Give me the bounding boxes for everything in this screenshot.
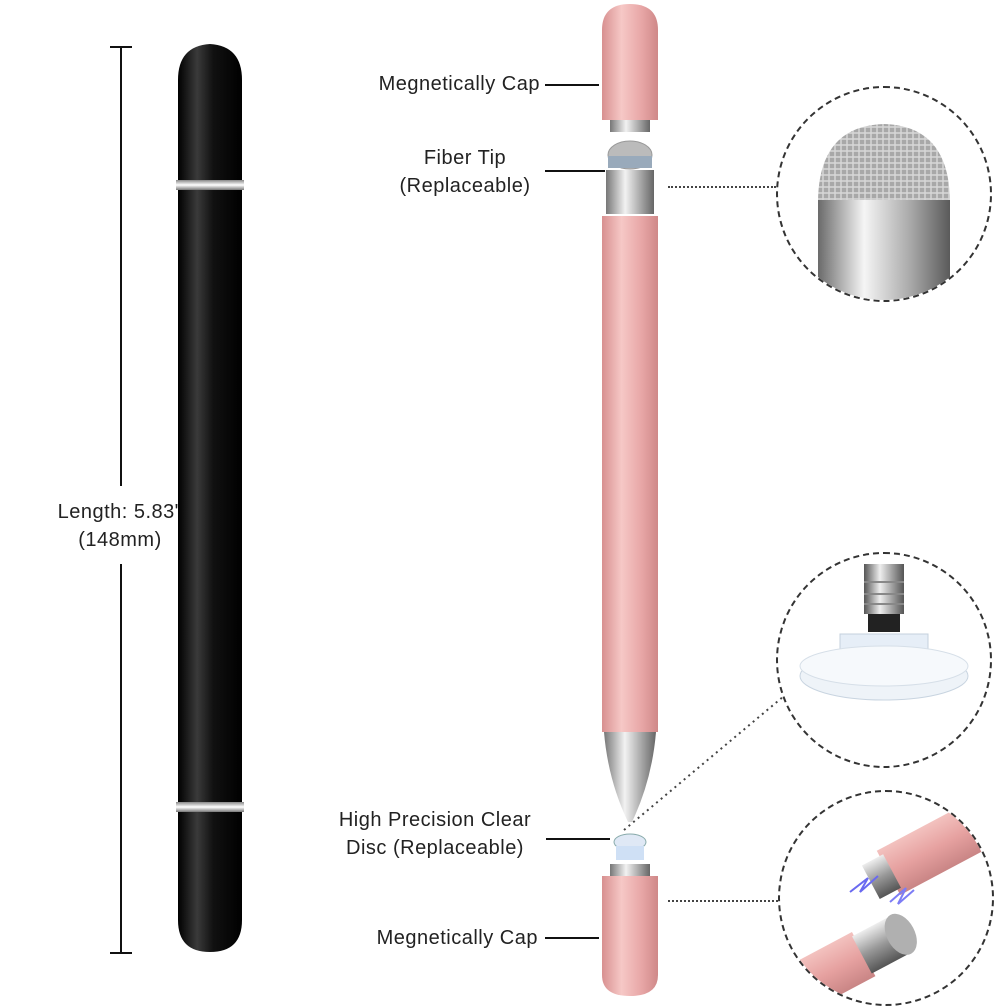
- clear-disc-closeup: [776, 552, 992, 768]
- magnetic-cap-closeup: [778, 790, 994, 1006]
- pink-stylus: [602, 4, 658, 996]
- length-bottom-tick: [110, 952, 132, 954]
- cap-bottom-label: Megnetically Cap: [376, 927, 538, 949]
- cap-top-label: Megnetically Cap: [378, 73, 540, 95]
- length-label: Length: 5.83" (148mm): [10, 498, 230, 554]
- disc-zoom-connector: [623, 695, 785, 831]
- black-stylus: [176, 44, 244, 952]
- magnet-zoom-connector: [668, 900, 778, 902]
- cap-bottom-leader: [545, 937, 599, 939]
- disc-leader: [546, 838, 610, 840]
- fiber-zoom-connector: [668, 186, 776, 188]
- fiber-tip-leader: [545, 170, 605, 172]
- disc-label-line1: High Precision Clear: [338, 809, 532, 831]
- magnetic-cap-closeup-icon: [790, 803, 989, 1004]
- length-metric: (148mm): [78, 529, 162, 551]
- fiber-tip-label: Fiber Tip (Replaceable): [370, 144, 560, 200]
- disc-label-line2: Disc (Replaceable): [346, 837, 524, 859]
- length-line-upper: [120, 46, 122, 486]
- fiber-tip-closeup-icon: [818, 124, 950, 300]
- fiber-tip-closeup: [776, 86, 992, 302]
- cap-top-leader: [545, 84, 599, 86]
- fiber-tip-label-line1: Fiber Tip: [423, 147, 507, 169]
- clear-disc-closeup-icon: [799, 564, 969, 701]
- fiber-tip-label-line2: (Replaceable): [399, 175, 531, 197]
- length-value: Length: 5.83": [57, 501, 183, 523]
- length-line-lower: [120, 564, 122, 954]
- disc-label: High Precision Clear Disc (Replaceable): [300, 806, 570, 862]
